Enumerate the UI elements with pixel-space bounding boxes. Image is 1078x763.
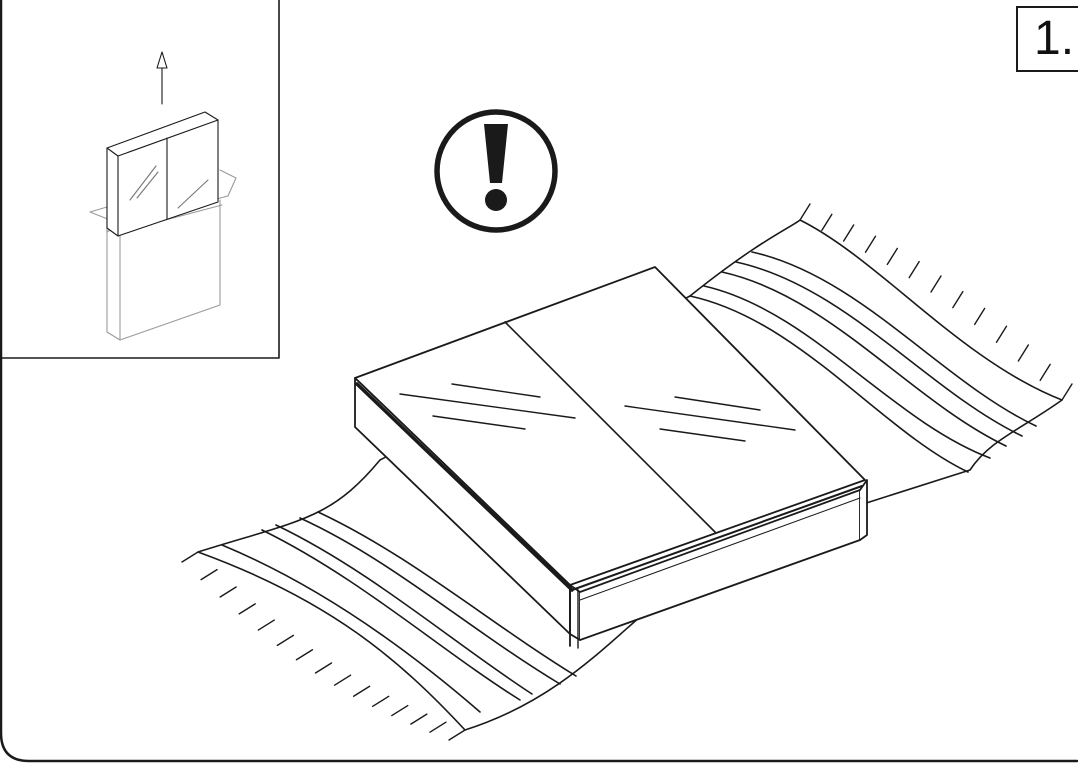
fringe-tassel [219, 586, 237, 598]
fringe-tassel [930, 275, 942, 293]
fringe-tassel [952, 290, 964, 309]
fringe-tassel [333, 674, 352, 686]
fringe-tassel [429, 721, 447, 733]
fringe-tassel [372, 695, 390, 708]
inset-frame [0, 0, 280, 359]
fringe-tassel [391, 704, 409, 717]
fringe-tassel [1039, 363, 1051, 382]
fringe-tassel [908, 260, 920, 279]
fringe-tassel [352, 685, 371, 697]
fringe-tassel [799, 203, 811, 221]
inset-unpacking-diagram [89, 51, 237, 341]
fringe-tassel [295, 649, 314, 661]
mirror-door-panel [354, 266, 868, 649]
fringe-tassel [842, 224, 855, 242]
fringe-tassel [821, 213, 833, 232]
blanket-fringe-left [181, 551, 466, 741]
fringe-tassel [181, 551, 199, 563]
arrow-up-icon [156, 51, 168, 105]
blanket-fringe-right [799, 203, 1073, 401]
fringe-tassel [1017, 344, 1030, 362]
fringe-tassel [995, 325, 1008, 343]
fringe-tassel [410, 713, 428, 725]
fringe-tassel [448, 729, 466, 741]
fringe-tassel [864, 235, 877, 253]
fringe-tassel [314, 662, 333, 674]
exclamation-circle-icon [434, 109, 558, 233]
fringe-tassel [238, 603, 256, 615]
fringe-tassel [276, 634, 295, 647]
fringe-tassel [886, 247, 899, 266]
fringe-tassel [257, 619, 275, 631]
fringe-tassel [1061, 383, 1073, 401]
step-number: 1. [1016, 6, 1078, 72]
fringe-tassel [200, 568, 218, 581]
fringe-tassel [973, 307, 986, 326]
